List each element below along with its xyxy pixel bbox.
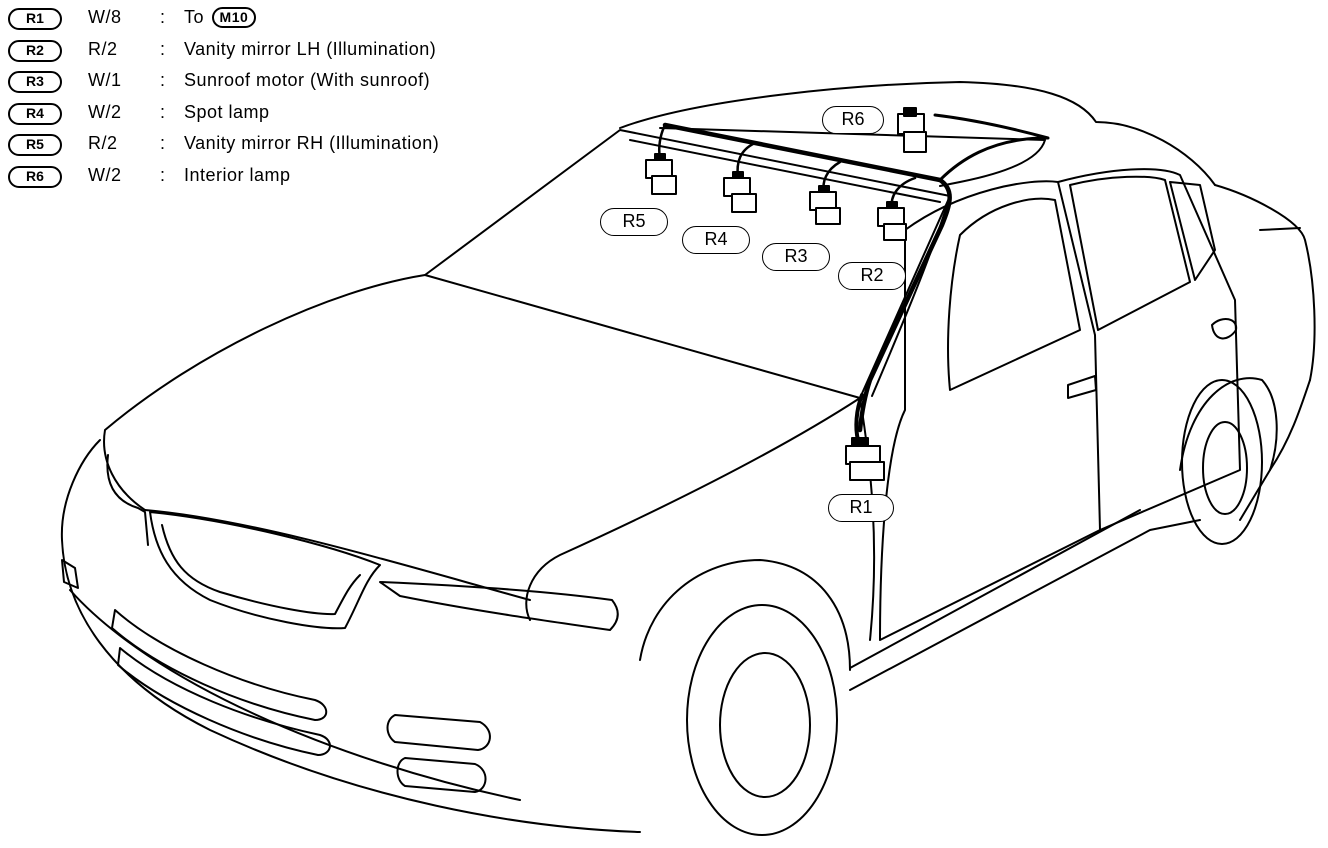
legend-to-text: To [184,7,205,27]
headlamp-right [379,581,619,631]
sunroof-panel [659,127,1046,187]
fuel-lid [1211,318,1238,340]
front-door [879,180,1101,641]
connector-label-r1: R1 [828,494,894,522]
rear-deck [1214,184,1316,381]
connector-r6-shape [897,107,927,153]
connector-label-r5: R5 [600,208,668,236]
rear-edge [1259,227,1301,231]
headlamp-left [106,454,149,546]
rear-door [1057,168,1241,531]
legend-ref-connector: M10 [211,7,257,28]
bumper-lower [69,589,521,801]
legend-separator: : [160,7,166,27]
hood-right-edge [525,397,861,621]
legend-wire-spec: W/2 [88,101,122,122]
rear-wheel-rim [1202,421,1248,515]
legend-row-r6: R6 W/2 : Interior lamp [4,162,564,194]
marker-right [396,757,487,793]
rocker-panel [849,519,1201,691]
legend-connector-id: R1 [8,8,62,30]
legend-separator: : [160,101,166,122]
connector-r4-shape [723,171,757,213]
legend-row-r3: R3 W/1 : Sunroof motor (With sunroof) [4,67,564,99]
legend-description: To M10 [184,7,257,28]
legend-connector-id: R2 [8,39,62,62]
connector-label-r3: R3 [762,243,830,271]
grille [149,511,381,630]
front-wheel-rim [719,652,811,798]
connector-r5-shape [645,153,677,195]
legend-wire-spec: W/1 [88,70,122,90]
fog-lamp-right [386,714,491,751]
harness-branch-r6 [933,113,1050,182]
rear-wheel-arch [1179,377,1278,471]
connector-legend: R1 W/8 : To M10 R2 R/2 : Vanity mirror L… [4,4,564,193]
connector-label-r4: R4 [682,226,750,254]
roof-outline [619,81,1216,186]
side-marker-left [61,559,79,589]
front-wheel-arch [639,559,851,671]
lower-intake-1 [111,609,328,721]
legend-wire-spec: R/2 [88,38,118,59]
legend-description: Sunroof motor (With sunroof) [184,70,431,90]
front-wheel [686,604,838,836]
legend-description: Interior lamp [184,164,291,185]
harness-r1-drop [854,393,864,442]
legend-connector-id: R6 [8,165,62,188]
legend-row-r2: R2 R/2 : Vanity mirror LH (Illumination) [4,36,564,68]
grille-inner [161,524,361,616]
legend-connector-id: R4 [8,102,62,125]
rear-quarter-window [1169,181,1216,281]
rear-door-window [1069,175,1191,331]
legend-row-r4: R4 W/2 : Spot lamp [4,99,564,131]
legend-description: Vanity mirror LH (Illumination) [184,38,437,59]
connector-label-r2: R2 [838,262,906,290]
windshield-inner [629,139,941,203]
legend-row-r5: R5 R/2 : Vanity mirror RH (Illumination) [4,130,564,162]
connector-r3-shape [809,185,841,225]
connector-label-r6: R6 [822,106,884,134]
lower-intake-2 [117,647,331,756]
legend-connector-id: R5 [8,134,62,156]
legend-separator: : [160,38,166,59]
legend-wire-spec: R/2 [88,133,118,153]
legend-wire-spec: W/2 [88,164,122,185]
legend-description: Spot lamp [184,101,270,122]
front-bumper [60,439,641,833]
legend-separator: : [160,70,166,90]
body-side-line [849,509,1141,669]
connector-r1-shape [845,437,885,481]
connector-r2-shape [877,201,907,241]
rear-wheel [1181,379,1263,545]
roof-harness [662,122,952,433]
legend-separator: : [160,133,166,153]
legend-wire-spec: W/8 [88,7,122,27]
legend-row-r1: R1 W/8 : To M10 [4,4,564,36]
legend-description: Vanity mirror RH (Illumination) [184,133,440,153]
front-door-handle [1067,375,1097,399]
hood-outline [103,274,426,511]
front-door-window [947,197,1081,391]
legend-connector-id: R3 [8,71,62,93]
legend-separator: : [160,164,166,185]
